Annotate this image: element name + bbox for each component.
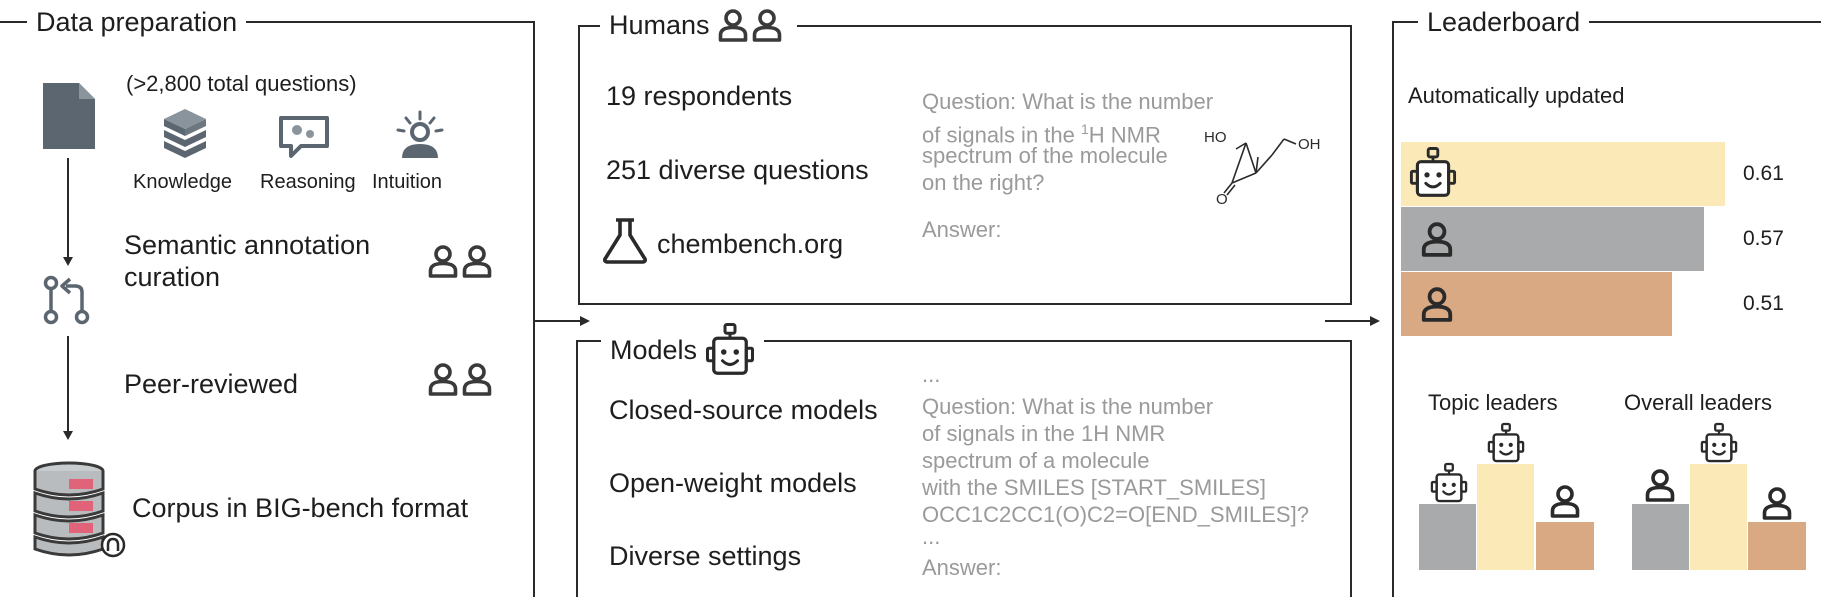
leaderboard-bar-3 bbox=[1401, 272, 1672, 336]
leaderboard-score-3: 0.51 bbox=[1743, 292, 1784, 315]
models-panel bbox=[576, 340, 1352, 597]
topic-leaders-label: Topic leaders bbox=[1428, 390, 1558, 415]
models-title: Models bbox=[601, 322, 765, 377]
arrow-to-leaderboard bbox=[1325, 316, 1380, 326]
topic-podium-right bbox=[1536, 522, 1594, 570]
mol-label-ho: HO bbox=[1204, 129, 1227, 146]
annotators-icon bbox=[428, 245, 492, 278]
open-weight-label: Open-weight models bbox=[609, 468, 857, 498]
leaderboard-person-icon bbox=[1421, 287, 1453, 322]
leaderboard-panel bbox=[1392, 21, 1821, 597]
model-prompt-line-7: ... bbox=[922, 524, 941, 549]
topic-left-robot-icon bbox=[1430, 462, 1468, 503]
closed-source-label: Closed-source models bbox=[609, 395, 878, 425]
human-question-line-2: of signals in the 1H NMR bbox=[922, 121, 1161, 148]
total-questions-label: (>2,800 total questions) bbox=[126, 71, 357, 96]
overall-leaders-label: Overall leaders bbox=[1624, 390, 1772, 415]
model-prompt-line-6: OCC1C2CC1(O)C2=O[END_SMILES]? bbox=[922, 502, 1309, 527]
models-robot-icon bbox=[705, 322, 755, 375]
flow-arrow-1 bbox=[63, 158, 73, 266]
arrow-to-evaluation bbox=[535, 316, 590, 326]
human-answer-label: Answer: bbox=[922, 217, 1002, 242]
model-prompt-line-1: ... bbox=[922, 362, 941, 387]
overall-center-robot-icon bbox=[1700, 422, 1738, 463]
semantic-annotation-label-2: curation bbox=[124, 262, 221, 292]
mol-label-o: O bbox=[1216, 191, 1228, 208]
intuition-person-icon bbox=[396, 110, 444, 158]
topic-podium-center bbox=[1477, 464, 1534, 570]
model-prompt-line-4: spectrum of a molecule bbox=[922, 448, 1150, 473]
leaderboard-person-icon bbox=[1421, 222, 1453, 257]
flow-arrow-2 bbox=[63, 336, 73, 440]
overall-left-person-icon bbox=[1645, 469, 1675, 502]
knowledge-label: Knowledge bbox=[133, 171, 232, 193]
overall-podium-left bbox=[1632, 504, 1689, 570]
human-question-line-1: Question: What is the number bbox=[922, 89, 1214, 114]
database-icon bbox=[33, 461, 126, 558]
intuition-label: Intuition bbox=[372, 171, 443, 193]
molecule-structure: HO OH O bbox=[1204, 129, 1321, 208]
topic-center-robot-icon bbox=[1487, 422, 1525, 463]
leaderboard-score-1: 0.61 bbox=[1743, 162, 1784, 185]
topic-right-person-icon bbox=[1550, 485, 1580, 518]
humans-title: Humans bbox=[600, 8, 797, 42]
model-prompt-line-3: of signals in the 1H NMR bbox=[922, 421, 1166, 446]
diverse-questions-label: 251 diverse questions bbox=[606, 155, 869, 185]
data-preparation-panel bbox=[0, 21, 535, 597]
merge-icon bbox=[43, 275, 90, 325]
peer-reviewed-label: Peer-reviewed bbox=[124, 369, 299, 399]
model-prompt-line-2: Question: What is the number bbox=[922, 394, 1214, 419]
leaderboard-title: Leaderboard bbox=[1418, 6, 1590, 38]
reasoning-bubble-icon bbox=[279, 116, 329, 158]
human-question-line-4: on the right? bbox=[922, 170, 1045, 195]
humans-icon bbox=[718, 9, 781, 42]
mol-label-oh: OH bbox=[1298, 136, 1321, 153]
flask-icon bbox=[603, 218, 647, 264]
chembench-link[interactable]: chembench.org bbox=[657, 229, 844, 259]
semantic-annotation-label-1: Semantic annotation bbox=[124, 230, 371, 260]
document-icon bbox=[43, 83, 95, 149]
overall-podium-right bbox=[1748, 522, 1806, 570]
reviewers-icon bbox=[428, 363, 492, 396]
leaderboard-score-2: 0.57 bbox=[1743, 227, 1784, 250]
leaderboard-robot-icon bbox=[1409, 146, 1457, 197]
model-prompt-line-5: with the SMILES [START_SMILES] bbox=[922, 475, 1266, 500]
reasoning-label: Reasoning bbox=[260, 171, 356, 193]
overall-right-person-icon bbox=[1762, 487, 1792, 520]
respondents-label: 19 respondents bbox=[606, 81, 793, 111]
leaderboard-bar-2 bbox=[1401, 207, 1704, 271]
human-question-line-3: spectrum of the molecule bbox=[922, 143, 1168, 168]
data-preparation-title: Data preparation bbox=[27, 6, 247, 38]
knowledge-stack-icon bbox=[164, 109, 206, 158]
overall-podium-center bbox=[1690, 464, 1747, 570]
model-prompt-line-8: Answer: bbox=[922, 555, 1002, 580]
topic-podium-left bbox=[1419, 504, 1476, 570]
corpus-label: Corpus in BIG-bench format bbox=[132, 493, 469, 523]
humans-panel bbox=[578, 25, 1352, 305]
diverse-settings-label: Diverse settings bbox=[609, 541, 802, 571]
auto-updated-label: Automatically updated bbox=[1408, 83, 1625, 108]
